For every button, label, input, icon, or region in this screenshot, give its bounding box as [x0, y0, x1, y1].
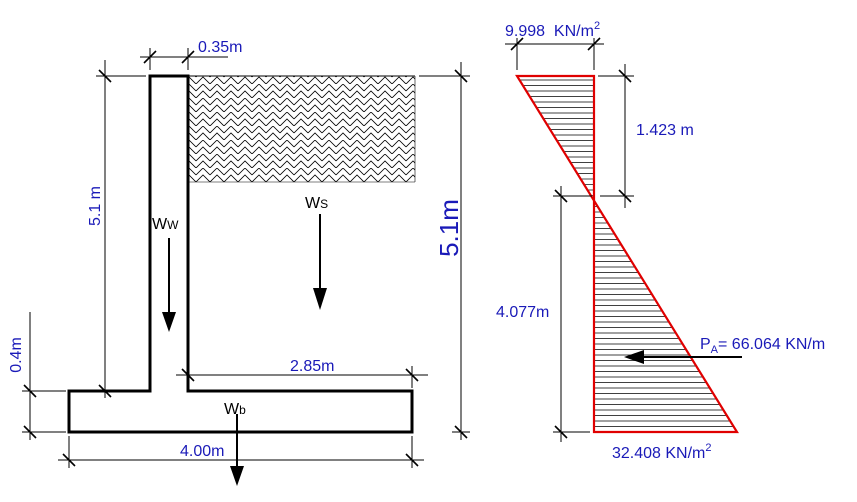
label-weight-wall: WW	[152, 216, 179, 233]
dim-stem-height	[96, 60, 146, 398]
dim-top-width	[140, 48, 228, 70]
label-stem-height: 5.1 m	[87, 186, 104, 226]
dim-heel-length	[176, 366, 428, 388]
dim-base-thickness	[22, 312, 66, 440]
dim-lower-depth	[553, 186, 592, 442]
weight-base-arrow	[230, 414, 244, 486]
label-total-height: 5.1m	[434, 199, 464, 257]
label-base-width: 4.00m	[180, 443, 224, 460]
resultant-force-arrow	[624, 350, 742, 364]
backfill-soil	[188, 75, 416, 183]
pressure-diagram-outline	[515, 74, 739, 434]
label-heel-length: 2.85m	[290, 358, 334, 375]
label-top-pressure: 9.998 KN/m2	[505, 20, 600, 40]
label-lower-depth: 4.077m	[496, 304, 549, 321]
label-base-thickness: 0.4m	[8, 337, 25, 373]
label-resultant-force: PA= 66.064 KN/m	[700, 336, 825, 356]
label-top-width: 0.35m	[198, 39, 242, 56]
weight-wall-arrow	[162, 238, 176, 332]
dim-upper-depth	[598, 64, 634, 208]
dim-total-height	[419, 62, 470, 440]
dim-base-width	[58, 436, 424, 468]
weight-soil-arrow	[313, 214, 327, 310]
wall-outline	[67, 74, 414, 434]
label-bottom-pressure: 32.408 KN/m2	[612, 442, 712, 462]
label-upper-depth: 1.423 m	[636, 122, 694, 139]
dim-top-pressure	[505, 37, 604, 70]
label-weight-soil: WS	[305, 195, 328, 212]
label-weight-base: Wb	[224, 401, 246, 418]
